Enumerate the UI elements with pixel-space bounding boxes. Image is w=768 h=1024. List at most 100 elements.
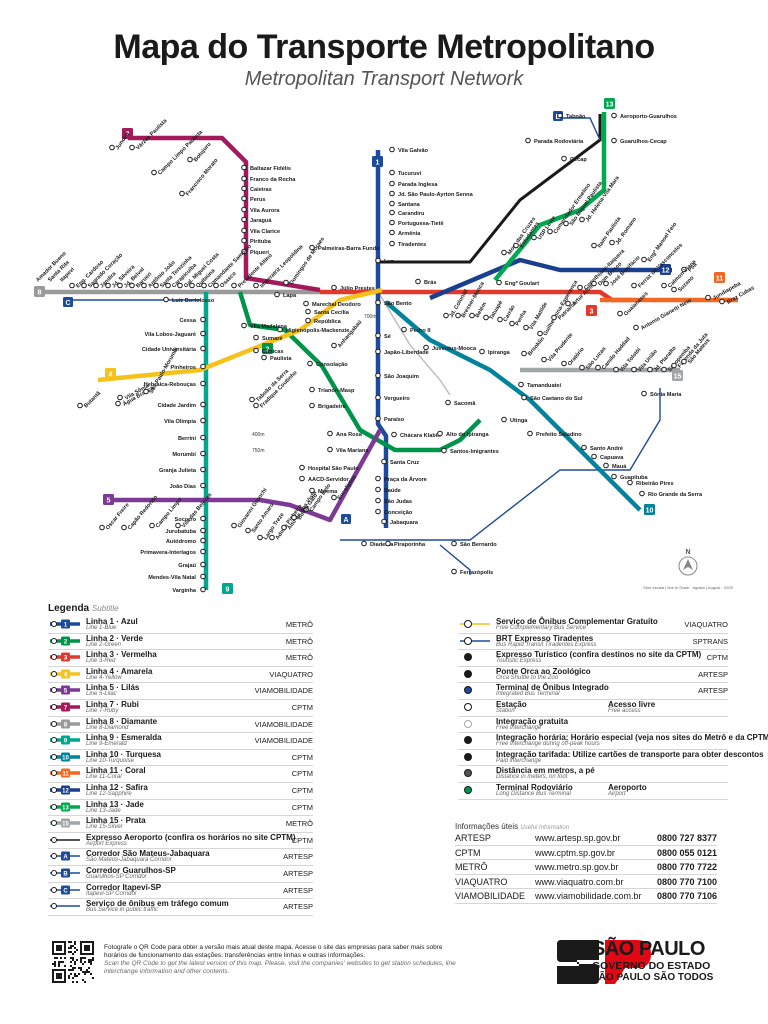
line-5-badge[interactable]: 5	[103, 494, 114, 505]
station-portuguesa-tiet-[interactable]: Portuguesa-Tietê	[390, 220, 444, 227]
line-8-badge[interactable]: 8	[34, 286, 45, 297]
station-s-o-caetano-do-sul[interactable]: São Caetano do Sul	[522, 395, 583, 402]
station-jd-s-o-paulo-ayrton-senna[interactable]: Jd. São Paulo-Ayrton Senna	[390, 191, 474, 198]
station-graja-[interactable]: Grajaú	[178, 562, 205, 569]
station-hospital-s-o-paulo[interactable]: Hospital São Paulo	[300, 465, 360, 472]
station-eng-goulart[interactable]: Engº Goulart	[497, 280, 539, 287]
station-pedro-ii[interactable]: Pedro II	[402, 327, 431, 334]
station-morumbi[interactable]: Morumbi	[172, 451, 205, 458]
station-santa-cec-lia[interactable]: Santa Cecília	[306, 309, 350, 316]
station-brigadeiro[interactable]: Brigadeiro	[310, 403, 347, 410]
line-9-badge[interactable]: 9	[222, 583, 233, 594]
station-cl-nicas[interactable]: Clínicas	[254, 348, 284, 355]
station-marechal-deodoro[interactable]: Marechal Deodoro	[304, 301, 362, 308]
transit-map[interactable]: 718245910121113153ABCVila GalvãoTucuruvi…	[0, 95, 768, 600]
station-guaianases[interactable]: Guaianases	[618, 291, 650, 317]
station-ipiranga[interactable]: Ipiranga	[480, 349, 511, 356]
station-cessa[interactable]: Cessa	[180, 317, 206, 324]
station-s-o-bento[interactable]: São Bento	[376, 300, 413, 307]
station-alto-do-ipiranga[interactable]: Alto do Ipiranga	[438, 431, 490, 438]
station-mendes-vila-natal[interactable]: Mendes-Vila Natal	[148, 574, 205, 581]
station-santana[interactable]: Santana	[390, 201, 421, 208]
station-vila-lobos-jaguar-[interactable]: Vila Lobos-Jaguaré	[145, 331, 206, 338]
station-tiradentes[interactable]: Tiradentes	[390, 241, 426, 248]
station-prefeito-saladino[interactable]: Prefeito Saladino	[528, 431, 583, 438]
station-parada-rodovi-ria[interactable]: Parada Rodoviária	[526, 138, 584, 145]
line-4-badge[interactable]: 4	[105, 368, 116, 379]
station-ana-rosa[interactable]: Ana Rosa	[328, 431, 363, 438]
station-lapa[interactable]: Lapa	[275, 292, 297, 299]
qr-code[interactable]	[52, 941, 94, 983]
station-vila-matilde[interactable]: Vila Matilde	[524, 301, 549, 331]
line-13-badge[interactable]: 13	[604, 98, 615, 109]
station-s-o-judas[interactable]: São Judas	[376, 498, 412, 505]
info-website-link[interactable]: www.artesp.sp.gov.br	[535, 833, 620, 843]
station-santo-andr-[interactable]: Santo André	[582, 445, 623, 452]
station-concei-o[interactable]: Conceição	[376, 509, 413, 516]
station-luiz-bortolosso[interactable]: Luiz Bortolosso	[164, 297, 215, 304]
station-parada-inglesa[interactable]: Parada Inglesa	[390, 181, 439, 188]
station-s-o-joaquim[interactable]: São Joaquim	[376, 373, 419, 380]
station-ribeir-o-pires[interactable]: Ribeirão Pires	[628, 480, 674, 487]
station-jap-o-liberdade[interactable]: Japão-Liberdade	[376, 349, 429, 356]
line-10-badge[interactable]: 10	[644, 504, 655, 515]
station-butant-[interactable]: Butantã	[78, 390, 103, 410]
station-orat-rio[interactable]: Oratório	[562, 346, 586, 367]
info-website-link[interactable]: www.metro.sp.gov.br	[535, 862, 618, 872]
station-carandiru[interactable]: Carandiru	[390, 210, 425, 217]
info-row[interactable]: VIAQUATROwww.viaquatro.com.br0800 770 71…	[455, 875, 717, 890]
station-pra-a-da-rvore[interactable]: Praça da Árvore	[376, 476, 427, 483]
station-brooklin[interactable]: Brooklin	[522, 336, 547, 358]
station-santos-imigrantes[interactable]: Santos-Imigrantes	[442, 448, 499, 455]
station-varginha[interactable]: Varginha	[172, 587, 205, 594]
station-sa-de[interactable]: Saúde	[376, 487, 401, 494]
station-cidade-jardim[interactable]: Cidade Jardim	[157, 402, 205, 409]
station-paulista[interactable]: Paulista	[262, 355, 293, 362]
airport-express-line[interactable]	[380, 114, 600, 262]
station-tucuruvi[interactable]: Tucuruvi	[390, 170, 422, 177]
station-jo-o-dias[interactable]: João Dias	[170, 483, 206, 490]
line-15-badge[interactable]: 15	[672, 370, 683, 381]
station-vila-galv-o[interactable]: Vila Galvão	[390, 147, 429, 154]
station-juventus-mooca[interactable]: Juventus-Mooca	[424, 345, 477, 352]
station-arm-nia[interactable]: Armênia	[390, 230, 422, 237]
station-vila-ol-mpia[interactable]: Vila Olímpia	[164, 418, 205, 425]
station-consola-o[interactable]: Consolação	[308, 361, 349, 368]
info-website-link[interactable]: www.viamobilidade.com.br	[535, 891, 642, 901]
station-rio-grande-da-serra[interactable]: Rio Grande da Serra	[640, 491, 703, 498]
station-s-nia-maria[interactable]: Sônia Maria	[642, 391, 683, 398]
station-aeroporto-guarulhos[interactable]: Aeroporto-Guarulhos	[612, 113, 677, 120]
station-cecap[interactable]: Cecap	[562, 156, 588, 163]
station-antonio-gianetti-neto[interactable]: Antonio Gianetti Neto	[634, 298, 694, 332]
station-vila-mariana[interactable]: Vila Mariana	[328, 447, 370, 454]
station-v-rzea-paulista[interactable]: Várzea Paulista	[130, 118, 169, 152]
station-fradique-coutinho[interactable]: Fradique Coutinho	[254, 370, 299, 410]
station-ch-cara-klabin[interactable]: Chácara Klabin	[392, 432, 442, 439]
station-primavera-interlagos[interactable]: Primavera-Interlagos	[140, 549, 205, 556]
station-br-s[interactable]: Brás	[416, 279, 437, 286]
station-utinga[interactable]: Utinga	[502, 417, 529, 424]
station-mau-[interactable]: Mauá	[604, 463, 627, 470]
station-aut-dromo[interactable]: Autódromo	[166, 538, 205, 545]
corridor-a-badge[interactable]: A	[341, 514, 351, 524]
station-berrini[interactable]: Berrini	[178, 435, 205, 442]
info-website-link[interactable]: www.viaquatro.com.br	[535, 877, 624, 887]
station-francisco-morato[interactable]: Francisco Morato	[180, 157, 220, 197]
station-trianon-masp[interactable]: Trianon-Masp	[310, 387, 355, 394]
station-ferraz-polis[interactable]: Ferrazópolis	[452, 569, 494, 576]
info-website-link[interactable]: www.cptm.sp.gov.br	[535, 848, 615, 858]
station-franco-da-rocha[interactable]: Franco da Rocha	[242, 176, 297, 183]
station-jundia-[interactable]: Jundiaí	[110, 131, 131, 151]
line-3-badge[interactable]: 3	[586, 305, 597, 316]
station-guarulhos-cecap[interactable]: Guarulhos-Cecap	[612, 138, 668, 145]
line-1-badge[interactable]: 1	[372, 156, 383, 167]
line-11-badge[interactable]: 11	[714, 272, 725, 283]
station-aacd-servidor[interactable]: AACD-Servidor	[300, 476, 350, 483]
station-granja-julieta[interactable]: Granja Julieta	[159, 467, 205, 474]
station-baltazar-fid-lis[interactable]: Baltazar Fidélis	[242, 165, 291, 172]
station-vergueiro[interactable]: Vergueiro	[376, 395, 411, 402]
station-higien-polis-mackenzie[interactable]: Higienópolis-Mackenzie	[278, 327, 350, 334]
